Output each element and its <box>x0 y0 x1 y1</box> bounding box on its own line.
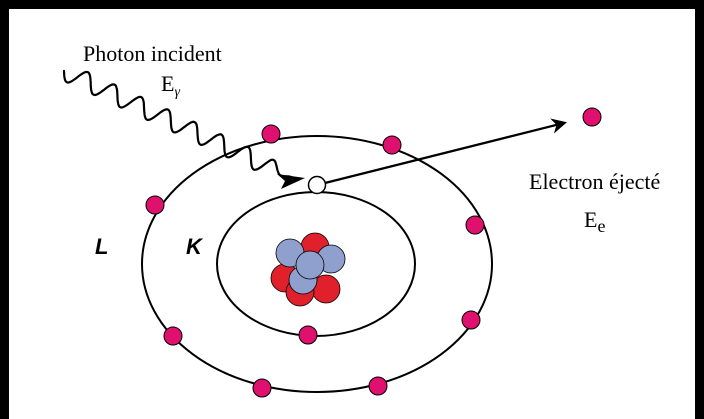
shell-k-label: K <box>186 234 204 259</box>
electron-vacancy <box>307 175 327 195</box>
electron <box>382 135 402 155</box>
photon-energy-symbol: E <box>161 71 174 96</box>
outer-shell-l <box>141 135 493 393</box>
nucleus <box>270 232 346 307</box>
incident-photon-wave <box>62 69 293 179</box>
outer-shell-electrons <box>145 124 485 398</box>
photon-label: Photon incident <box>83 41 222 66</box>
inner-shell-electron <box>298 325 318 345</box>
photon-arrowhead <box>277 174 305 189</box>
electron <box>465 215 485 235</box>
photon-energy-subscript: γ <box>174 85 180 100</box>
electron-label: Electron éjecté <box>529 169 660 194</box>
electron <box>163 326 183 346</box>
diagram-canvas: Photon incident Eγ Electron éjecté Ee L … <box>62 41 660 398</box>
electron <box>368 376 388 396</box>
ejected-electron-trajectory <box>316 118 567 187</box>
electron <box>461 310 481 330</box>
neutron <box>295 250 325 280</box>
electron-energy-symbol: E <box>584 207 597 232</box>
electron <box>145 195 165 215</box>
photon-energy-label: Eγ <box>161 71 180 100</box>
electron <box>252 378 272 398</box>
electron <box>261 124 281 144</box>
shell-l-label: L <box>95 234 108 259</box>
ejected-electron <box>582 107 602 127</box>
electron-energy-subscript: e <box>597 216 605 236</box>
electron-energy-label: Ee <box>584 207 605 236</box>
